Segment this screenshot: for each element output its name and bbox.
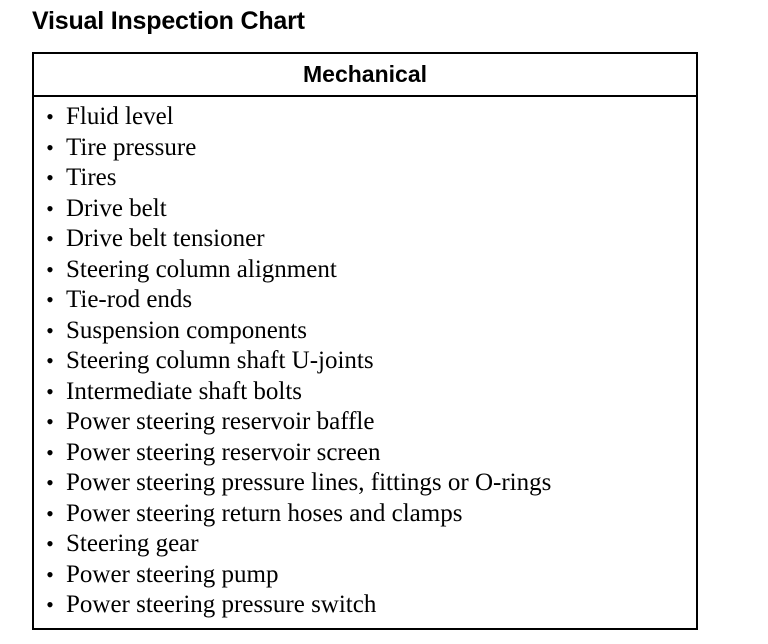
bullet-icon: • <box>46 287 54 312</box>
list-item: • Fluid level <box>34 102 696 133</box>
bullet-icon: • <box>46 195 54 221</box>
list-item-label: Suspension components <box>66 316 307 344</box>
list-item: • Power steering pump <box>34 560 696 591</box>
table-header-mechanical: Mechanical <box>34 54 696 97</box>
list-item-label: Power steering pressure switch <box>66 591 377 618</box>
list-item: • Power steering pressure switch <box>34 590 696 621</box>
bullet-icon: • <box>46 226 54 251</box>
bullet-icon: • <box>46 165 54 190</box>
bullet-icon: • <box>46 134 54 160</box>
bullet-icon: • <box>46 256 54 282</box>
list-item-label: Tires <box>66 164 117 191</box>
bullet-icon: • <box>46 470 54 495</box>
bullet-icon: • <box>46 378 54 404</box>
bullet-icon: • <box>46 317 54 343</box>
bullet-icon: • <box>46 561 54 587</box>
list-item-label: Power steering reservoir baffle <box>66 408 375 435</box>
list-item: • Drive belt tensioner <box>34 224 696 255</box>
list-item: • Steering gear <box>34 529 696 560</box>
inspection-item-list: • Fluid level • Tire pressure • Tires • Driv… <box>34 97 696 621</box>
bullet-icon: • <box>46 104 54 129</box>
bullet-icon: • <box>46 439 54 465</box>
bullet-icon: • <box>46 409 54 434</box>
list-item-label: Fluid level <box>66 103 174 130</box>
list-item: • Tires <box>34 163 696 194</box>
list-item: • Power steering return hoses and clamps <box>34 499 696 530</box>
list-item-label: Power steering pressure lines, fittings … <box>66 469 552 496</box>
list-item-label: Drive belt <box>66 194 167 222</box>
list-item-label: Drive belt tensioner <box>66 225 265 252</box>
inspection-table: Mechanical • Fluid level • Tire pressure •… <box>32 52 698 630</box>
list-item-label: Steering column shaft U-joints <box>66 347 374 374</box>
list-item: • Drive belt <box>34 194 696 225</box>
list-item: • Intermediate shaft bolts <box>34 377 696 408</box>
bullet-icon: • <box>46 531 54 556</box>
bullet-icon: • <box>46 500 54 526</box>
bullet-icon: • <box>46 592 54 617</box>
list-item-label: Power steering reservoir screen <box>66 438 381 466</box>
list-item: • Steering column shaft U-joints <box>34 346 696 377</box>
list-item-label: Tie-rod ends <box>66 286 193 313</box>
list-item-label: Power steering return hoses and clamps <box>66 499 463 527</box>
bullet-icon: • <box>46 348 54 373</box>
list-item: • Power steering pressure lines, fittings… <box>34 468 696 499</box>
list-item: • Tie-rod ends <box>34 285 696 316</box>
list-item: • Suspension components <box>34 316 696 347</box>
list-item-label: Tire pressure <box>66 133 197 161</box>
list-item: • Steering column alignment <box>34 255 696 286</box>
list-item-label: Steering gear <box>66 530 199 557</box>
list-item-label: Steering column alignment <box>66 255 337 283</box>
list-item-label: Power steering pump <box>66 560 279 588</box>
page-title: Visual Inspection Chart <box>32 7 305 35</box>
list-item: • Tire pressure <box>34 133 696 164</box>
list-item: • Power steering reservoir screen <box>34 438 696 469</box>
list-item: • Power steering reservoir baffle <box>34 407 696 438</box>
list-item-label: Intermediate shaft bolts <box>66 377 303 405</box>
